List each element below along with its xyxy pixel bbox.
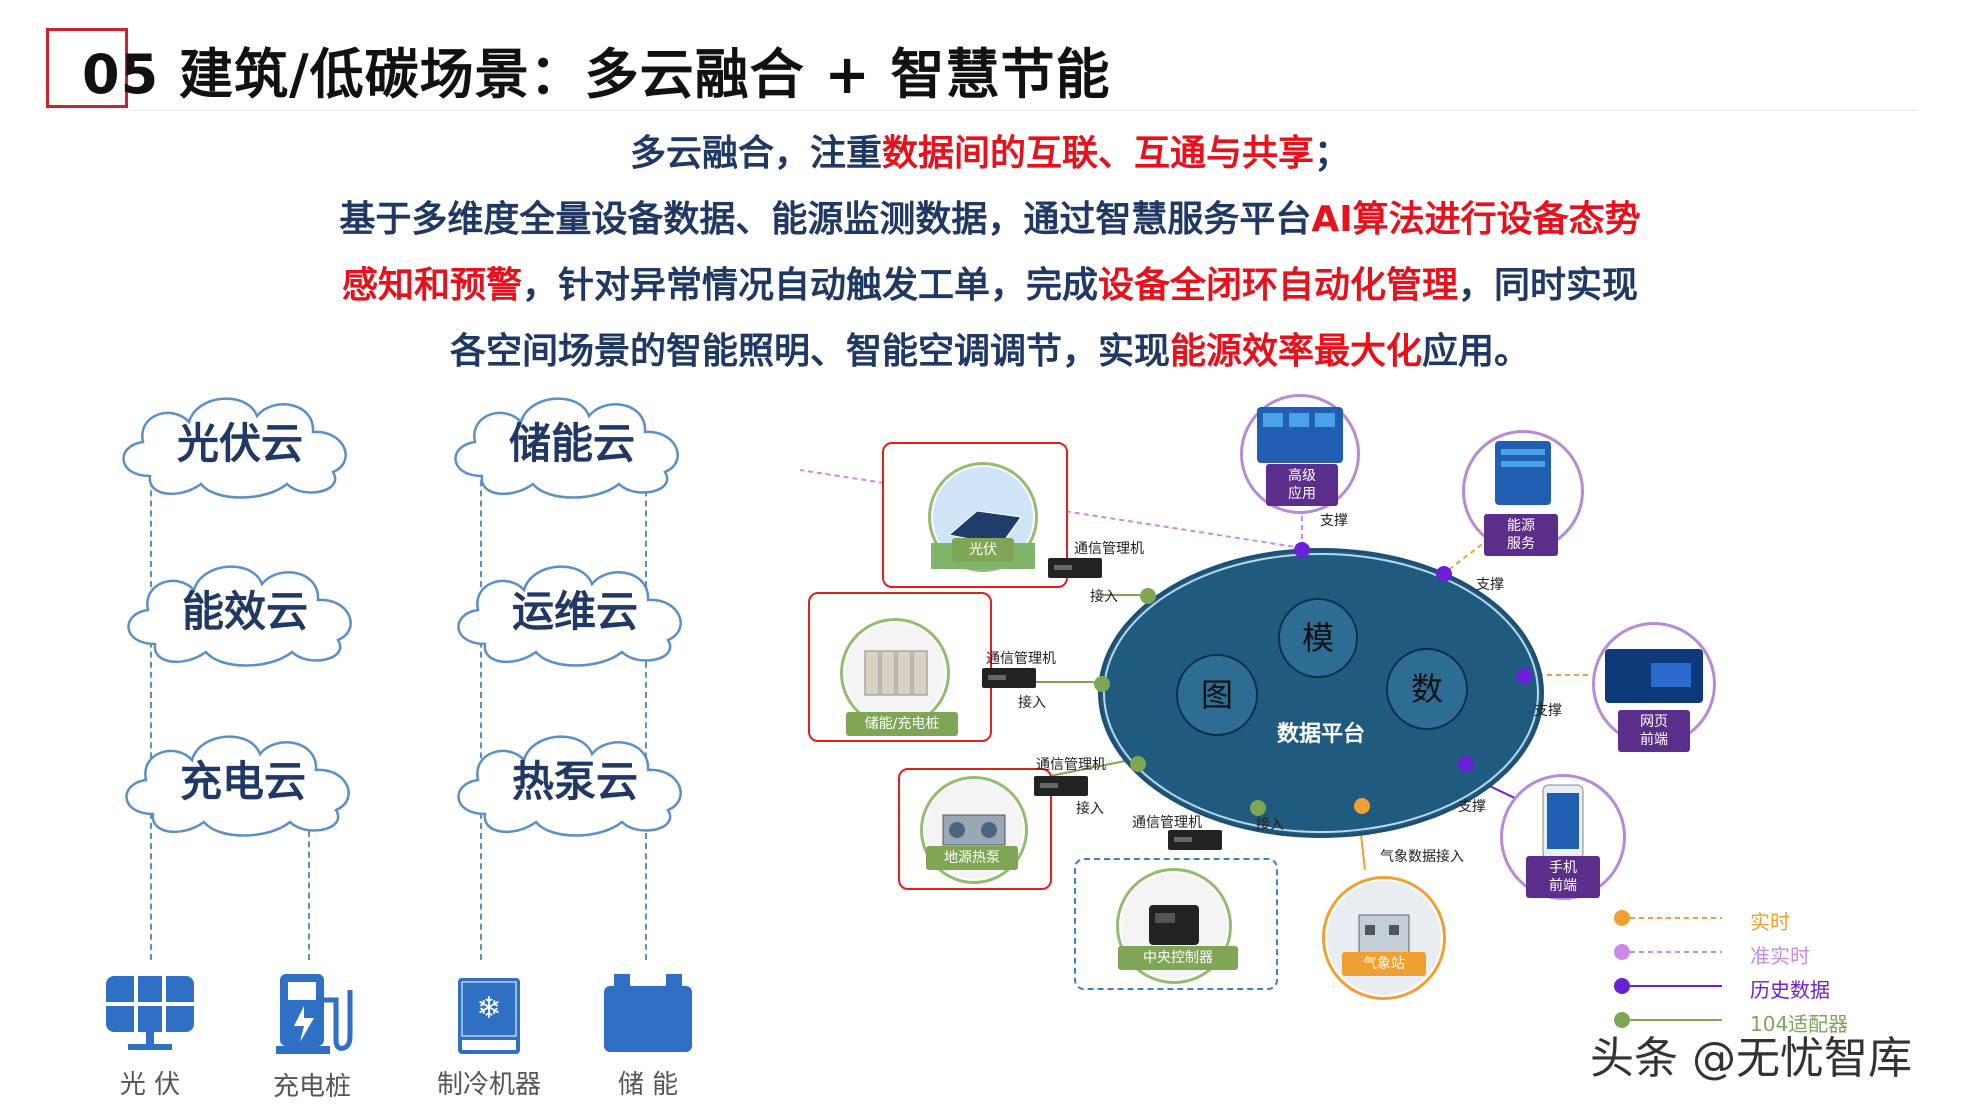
- comm-manager-device: [982, 668, 1036, 688]
- intro-text: ，针对异常情况自动触发工单，完成: [521, 265, 1098, 306]
- cloud-operation: 运维云: [440, 552, 710, 672]
- title-divider: [128, 110, 1918, 111]
- connector-line: [150, 440, 152, 960]
- highlight-text: 设备全闭环自动化管理: [1098, 265, 1459, 306]
- cloud-charging: 充电云: [108, 722, 378, 842]
- comm-manager-label: 通信管理机: [1074, 541, 1144, 557]
- ring-node: [1094, 676, 1110, 692]
- intro-text: 应用。: [1422, 331, 1531, 372]
- pv-label: 光伏: [952, 538, 1014, 562]
- heatpump-label: 地源热泵: [926, 846, 1018, 870]
- cloud-pv: 光伏云: [105, 384, 375, 504]
- connector-line: [480, 440, 482, 960]
- intro-line-3: 感知和预警，针对异常情况自动触发工单，完成设备全闭环自动化管理，同时实现: [0, 256, 1980, 308]
- highlight-text: AI算法进行设备态势: [1311, 199, 1641, 240]
- intro-line-2: 基于多维度全量设备数据、能源监测数据，通过智慧服务平台AI算法进行设备态势: [0, 190, 1980, 242]
- highlight-text: 感知和预警: [341, 265, 522, 306]
- intro-line-4: 各空间场景的智能照明、智能空调调节，实现能源效率最大化应用。: [0, 322, 1980, 374]
- highlight-text: 数据间的互联、互通与共享: [881, 133, 1314, 174]
- device-label: 光 伏: [119, 1070, 181, 1100]
- support-label: 支撑: [1476, 577, 1504, 593]
- intro-line-1: 多云融合，注重数据间的互联、互通与共享；: [0, 124, 1980, 176]
- ring-node: [1458, 756, 1474, 772]
- access-label: 接入: [1076, 801, 1104, 817]
- weather-station-image: [1322, 876, 1446, 1000]
- ring-node: [1294, 542, 1310, 558]
- legend-item-label: 实时: [1750, 910, 1790, 934]
- module-graph: 图: [1176, 654, 1258, 736]
- charging-pile-icon: [276, 970, 356, 1060]
- intro-text: 多云融合，注重: [629, 133, 882, 174]
- refrigerator-icon: ❄: [456, 976, 522, 1060]
- comm-manager-device: [1168, 830, 1222, 850]
- cloud-label: 光伏云: [176, 419, 303, 468]
- legend: 实时 准实时 历史数据 104适配器: [1610, 900, 1880, 1040]
- web-app-label: 网页 前端: [1618, 710, 1690, 752]
- legend-item-label: 历史数据: [1750, 978, 1830, 1002]
- intro-text: ，同时实现: [1458, 265, 1639, 306]
- intro-text: 各空间场景的智能照明、智能空调调节，实现: [449, 331, 1170, 372]
- weather-label: 气象站: [1342, 952, 1426, 976]
- controller-label: 中央控制器: [1118, 946, 1238, 970]
- comm-manager-device: [1034, 776, 1088, 796]
- comm-manager-label: 通信管理机: [1132, 815, 1202, 831]
- access-label: 接入: [1256, 817, 1284, 833]
- cloud-label: 热泵云: [511, 757, 638, 806]
- data-platform-label: 数据平台: [1276, 722, 1365, 747]
- legend-item-label: 104适配器: [1750, 1012, 1849, 1036]
- cloud-label: 充电云: [179, 757, 306, 806]
- weather-access-label: 气象数据接入: [1380, 849, 1464, 865]
- comm-manager-device: [1048, 558, 1102, 578]
- cloud-efficiency: 能效云: [110, 552, 380, 672]
- storage-image: [840, 618, 950, 728]
- advanced-app-label: 高级 应用: [1266, 464, 1338, 506]
- watermark: 头条 @无忧智库: [1590, 1033, 1912, 1084]
- connector-line: [645, 440, 647, 960]
- ring-node: [1354, 798, 1370, 814]
- cloud-storage: 储能云: [437, 384, 707, 504]
- mobile-app-label: 手机 前端: [1526, 856, 1600, 898]
- device-label: 制冷机器: [436, 1070, 541, 1100]
- storage-label: 储能/充电桩: [846, 712, 958, 736]
- energy-app-label: 能源 服务: [1484, 514, 1558, 556]
- cloud-heatpump: 热泵云: [440, 722, 710, 842]
- solar-panel-icon: [102, 972, 198, 1056]
- battery-icon: [600, 972, 696, 1058]
- intro-text: ；: [1314, 133, 1351, 174]
- access-label: 接入: [1018, 695, 1046, 711]
- ring-node: [1130, 756, 1146, 772]
- controller-source-box: [1074, 858, 1278, 990]
- ring-node: [1250, 800, 1266, 816]
- ring-node: [1516, 668, 1532, 684]
- title-accent-box: [46, 28, 128, 108]
- device-label: 充电桩: [272, 1072, 351, 1102]
- cloud-label: 能效云: [181, 587, 308, 636]
- comm-manager-label: 通信管理机: [986, 651, 1056, 667]
- connector-line: [308, 780, 310, 960]
- device-label: 储 能: [617, 1070, 679, 1100]
- access-label: 接入: [1090, 589, 1118, 605]
- highlight-text: 能源效率最大化: [1169, 331, 1422, 372]
- support-label: 支撑: [1534, 703, 1562, 719]
- data-platform-inner-ring: [1103, 553, 1539, 833]
- support-label: 支撑: [1320, 513, 1348, 529]
- page-title: 05 建筑/低碳场景：多云融合 + 智慧节能: [82, 43, 1111, 106]
- ring-node: [1140, 588, 1156, 604]
- cloud-label: 储能云: [508, 419, 635, 468]
- comm-manager-label: 通信管理机: [1036, 757, 1106, 773]
- intro-text: 基于多维度全量设备数据、能源监测数据，通过智慧服务平台: [339, 199, 1312, 240]
- svg-text:❄: ❄: [476, 991, 501, 1026]
- cloud-label: 运维云: [511, 587, 638, 636]
- support-label: 支撑: [1458, 799, 1486, 815]
- module-data: 数: [1386, 648, 1468, 730]
- ring-node: [1436, 566, 1452, 582]
- module-model: 模: [1278, 598, 1358, 678]
- legend-item-label: 准实时: [1750, 944, 1810, 968]
